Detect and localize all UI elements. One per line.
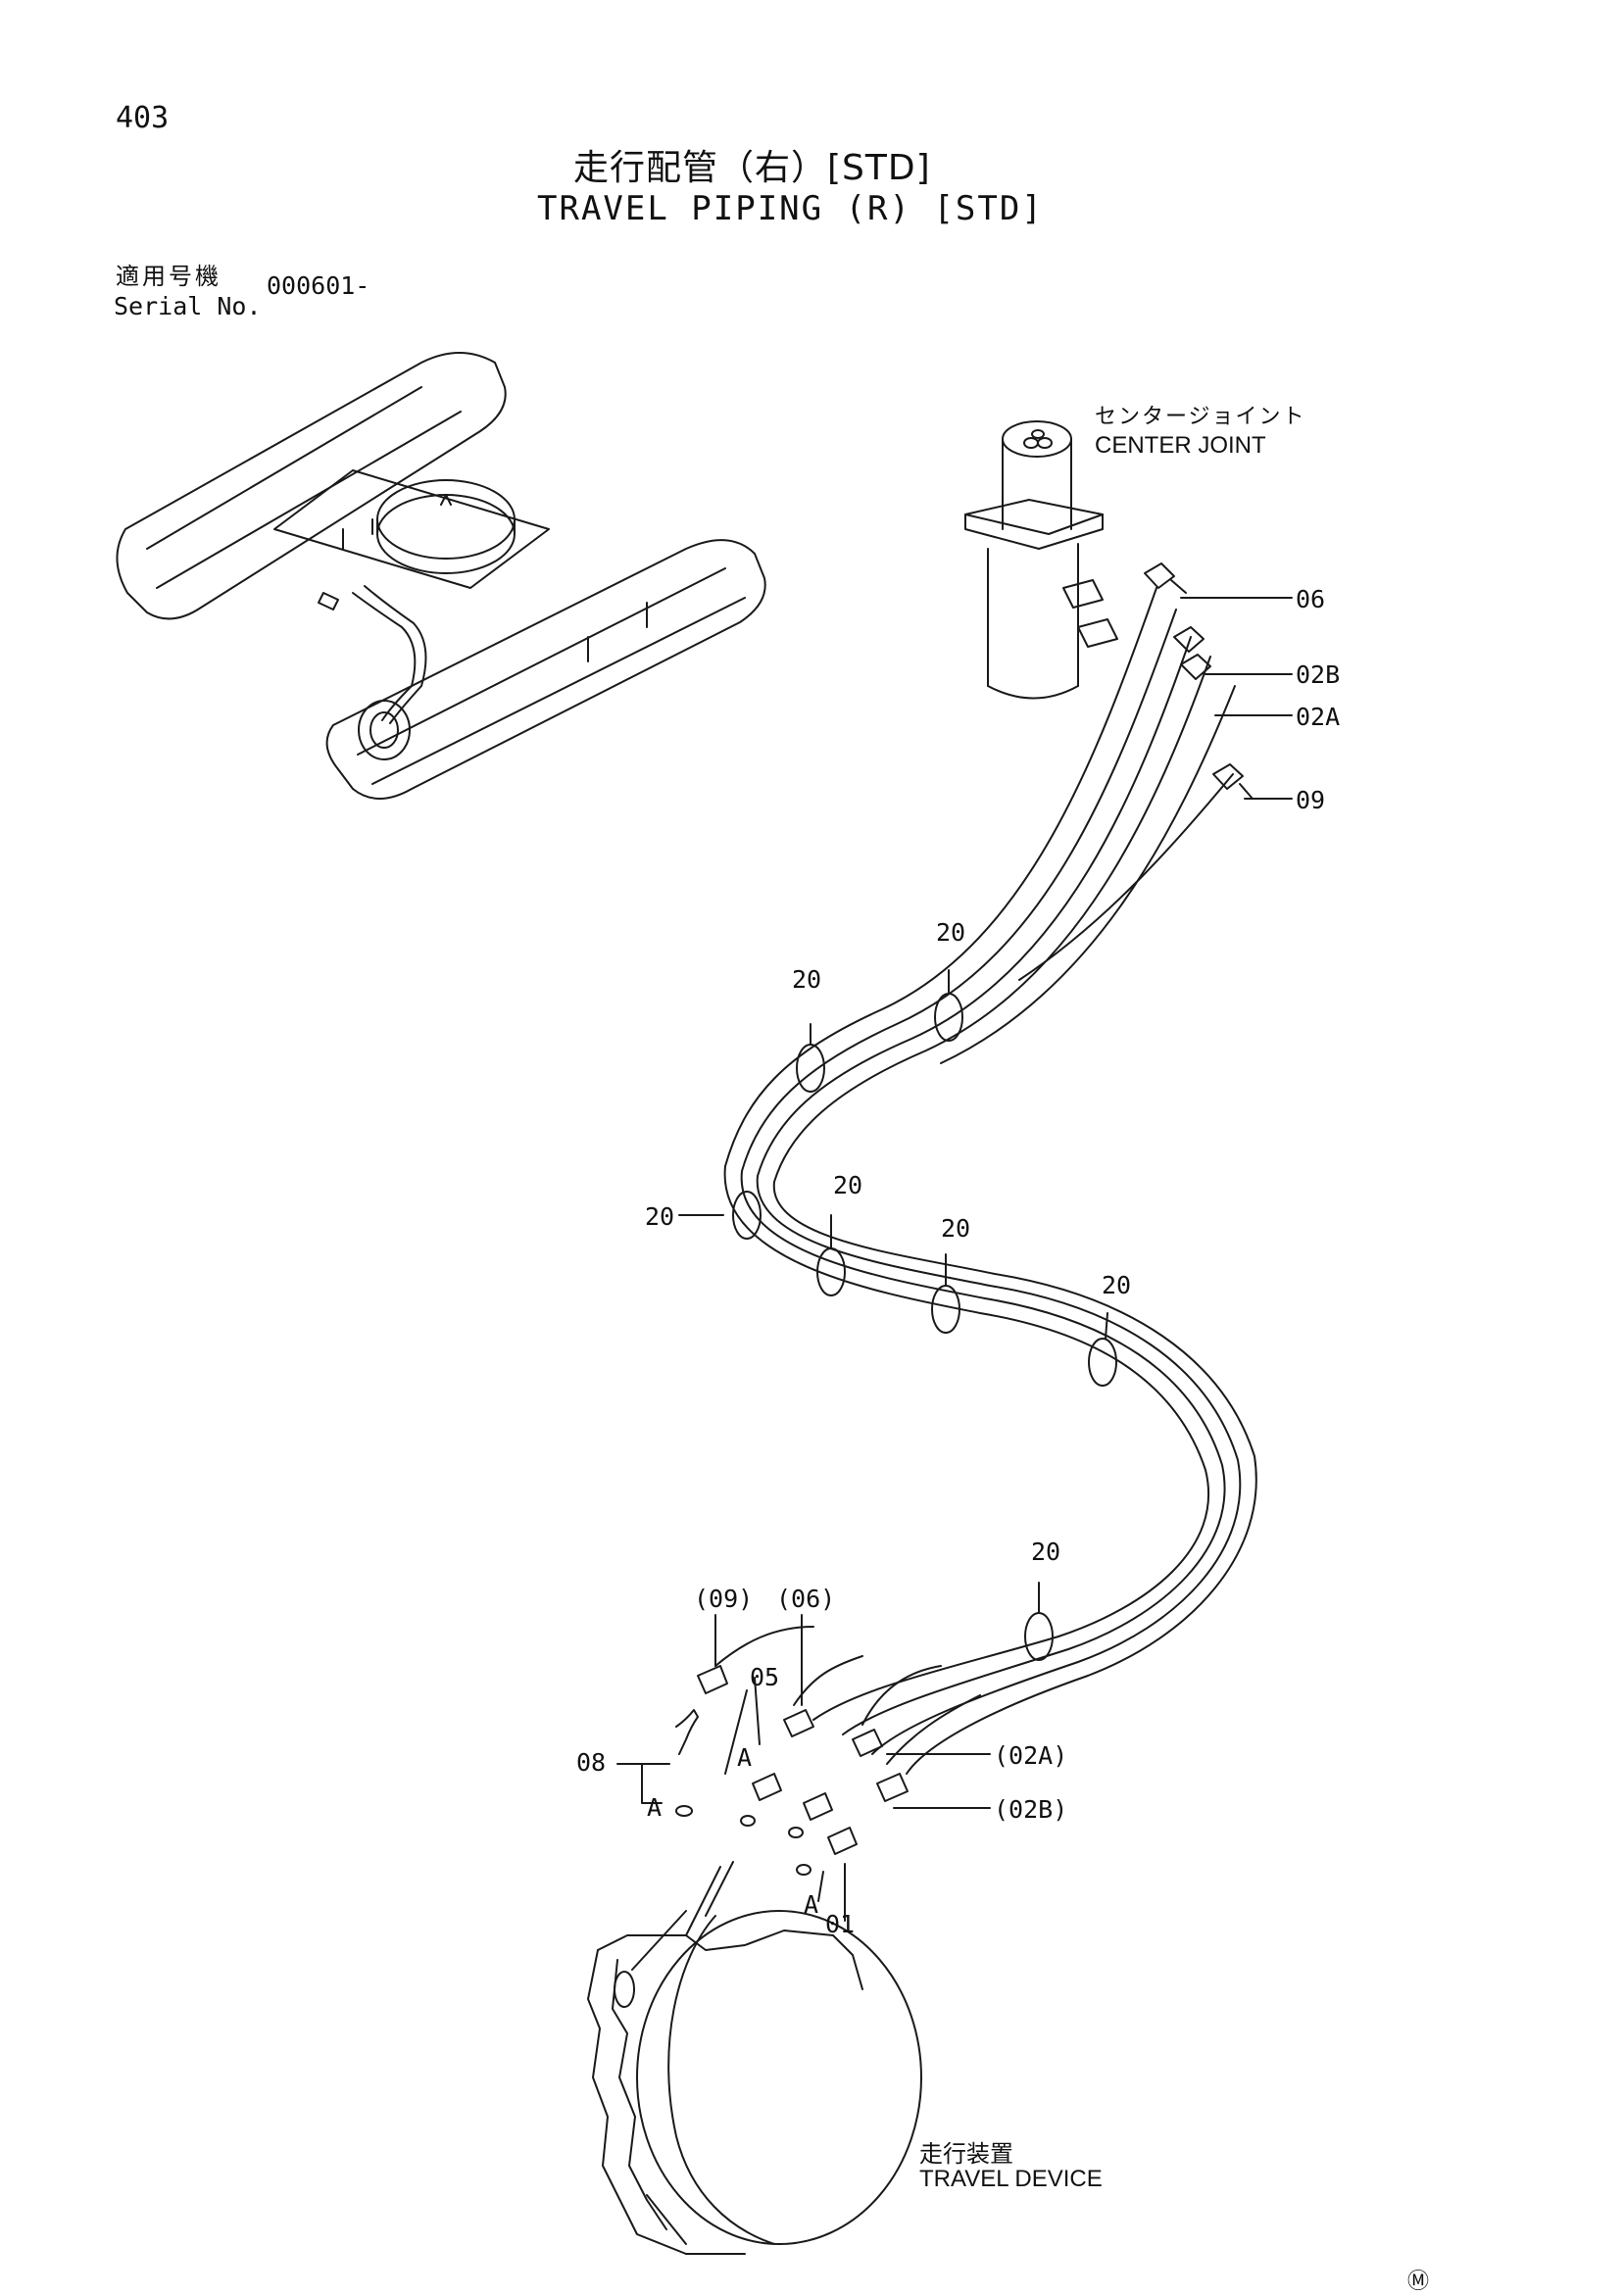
callout-20-clamp-4: 20 (833, 1171, 862, 1199)
callout-06: 06 (1296, 585, 1325, 613)
callout-ref-06: (06) (776, 1585, 835, 1613)
upper-fittings (1144, 562, 1254, 800)
callout-20-clamp-1: 20 (936, 918, 965, 947)
callout-view-a-2: A (737, 1743, 752, 1772)
serial-label-japanese: 適用号機 (116, 263, 221, 290)
callout-ref-02b: (02B) (994, 1795, 1067, 1824)
callout-20-clamp-3: 20 (645, 1202, 674, 1231)
callout-08: 08 (576, 1748, 606, 1777)
undercarriage-overview (116, 352, 766, 800)
lower-hoses (675, 1626, 981, 1876)
upper-leaders (678, 597, 1293, 1216)
callout-20-clamp-7: 20 (1031, 1538, 1060, 1566)
maker-mark-icon: Ⓜ (1407, 2270, 1430, 2294)
serial-number-value: 000601- (267, 271, 370, 300)
title-japanese: 走行配管（右）[STD] (573, 148, 931, 188)
callout-view-a-3: A (804, 1890, 818, 1919)
center-joint (964, 420, 1118, 700)
travel-device-label-english: TRAVEL DEVICE (919, 2166, 1103, 2192)
travel-device-label-japanese: 走行装置 (919, 2140, 1013, 2168)
lower-leaders (616, 1614, 991, 1922)
page-number: 403 (116, 101, 170, 135)
callout-02b: 02B (1296, 660, 1340, 689)
callout-05: 05 (750, 1663, 779, 1691)
callout-20-clamp-2: 20 (792, 965, 821, 994)
callout-view-a-1: A (647, 1793, 662, 1822)
callout-labels: 06 02B 02A 09 20 20 20 20 20 20 20 (09) … (576, 585, 1340, 1938)
callout-02a: 02A (1296, 703, 1340, 731)
callout-01: 01 (825, 1910, 855, 1938)
callout-20-clamp-5: 20 (941, 1214, 970, 1243)
callout-20-clamp-6: 20 (1102, 1271, 1131, 1299)
serial-label-english: Serial No. (114, 292, 262, 320)
callout-ref-02a: (02A) (994, 1741, 1067, 1770)
hose-clamps (732, 969, 1117, 1661)
center-joint-label-english: CENTER JOINT (1095, 432, 1266, 459)
title-english: TRAVEL PIPING (R) [STD] (537, 189, 1044, 228)
callout-ref-09: (09) (694, 1585, 753, 1613)
center-joint-label-japanese: センタージョイント (1095, 405, 1306, 429)
travel-device (587, 1861, 922, 2255)
callout-09: 09 (1296, 786, 1325, 814)
